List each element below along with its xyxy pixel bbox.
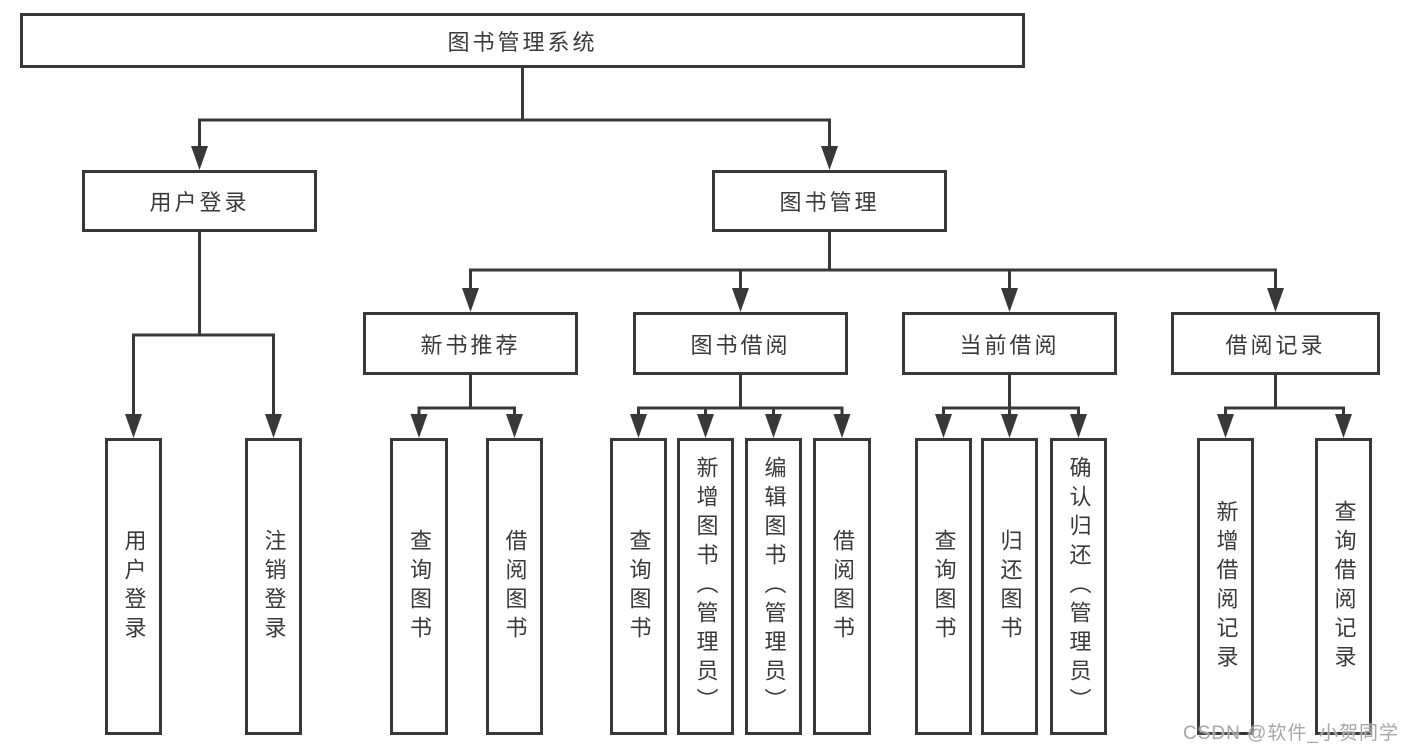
leaf-logout: 注销登录 <box>245 438 302 735</box>
leaf-query-borrow-record: 查询借阅记录 <box>1315 438 1372 735</box>
node-user-login-branch-label: 用户登录 <box>149 190 250 215</box>
arrow-down-icon <box>506 414 523 438</box>
node-new-book-recommend-label: 新书推荐 <box>420 332 521 358</box>
node-book-borrow-label: 图书借阅 <box>690 332 791 358</box>
leaf-borrow-books-recommend: 借阅图书 <box>486 438 543 735</box>
connector-bookborrow-to-leaves <box>637 373 844 420</box>
node-root: 图书管理系统 <box>20 13 1025 68</box>
leaf-borrow-books-borrow: 借阅图书 <box>813 438 871 735</box>
arrow-down-icon <box>191 146 208 170</box>
leaf-return-books: 归还图书 <box>981 438 1038 735</box>
arrowheads <box>125 146 1352 438</box>
leaf-edit-book-admin-label: 编辑图书（管理员） <box>761 456 787 717</box>
leaf-query-books-borrow: 查询图书 <box>610 438 667 735</box>
arrow-down-icon <box>1001 288 1018 312</box>
leaf-edit-book-admin: 编辑图书（管理员） <box>745 438 802 735</box>
arrow-down-icon <box>732 288 749 312</box>
node-book-management-label: 图书管理 <box>779 190 880 215</box>
leaf-add-book-admin-label: 新增图书（管理员） <box>693 456 719 717</box>
arrow-down-icon <box>821 146 838 170</box>
arrow-down-icon <box>265 414 282 438</box>
leaf-query-books-borrow-label: 查询图书 <box>626 528 652 645</box>
node-current-borrow-label: 当前借阅 <box>959 332 1060 358</box>
leaf-user-login: 用户登录 <box>105 438 162 735</box>
arrow-down-icon <box>833 414 851 438</box>
leaf-confirm-return-admin-label: 确认归还（管理员） <box>1066 456 1092 717</box>
arrow-down-icon <box>410 414 428 438</box>
arrow-down-icon <box>1335 414 1352 438</box>
node-borrow-records: 借阅记录 <box>1171 312 1380 375</box>
arrow-down-icon <box>697 414 714 438</box>
leaf-user-login-label: 用户登录 <box>121 528 147 645</box>
leaf-logout-label: 注销登录 <box>261 528 287 645</box>
node-current-borrow: 当前借阅 <box>902 312 1117 375</box>
arrow-down-icon <box>1267 288 1284 312</box>
arrow-down-icon <box>125 414 142 438</box>
arrow-down-icon <box>1001 414 1018 438</box>
connector-paths <box>132 66 1345 420</box>
leaf-query-books-recommend: 查询图书 <box>390 438 448 735</box>
node-book-management: 图书管理 <box>712 170 947 232</box>
leaf-return-books-label: 归还图书 <box>997 528 1023 645</box>
connector-currentborrow-to-leaves <box>942 373 1080 420</box>
connector-records-to-leaves <box>1224 373 1345 420</box>
arrow-down-icon <box>765 414 782 438</box>
arrow-down-icon <box>462 288 479 312</box>
node-user-login-branch: 用户登录 <box>82 170 317 232</box>
arrow-down-icon <box>935 414 952 438</box>
arrow-down-icon <box>1217 414 1234 438</box>
arrow-down-icon <box>1070 414 1087 438</box>
connector-userlogin-to-leaves <box>132 230 275 420</box>
node-root-label: 图书管理系统 <box>447 29 598 55</box>
leaf-confirm-return-admin: 确认归还（管理员） <box>1050 438 1107 735</box>
leaf-add-borrow-record-label: 新增借阅记录 <box>1213 499 1239 674</box>
leaf-borrow-books-recommend-label: 借阅图书 <box>502 528 528 645</box>
connector-bookmgmt-to-level3 <box>469 230 1277 294</box>
leaf-add-book-admin: 新增图书（管理员） <box>677 438 734 735</box>
arrow-down-icon <box>630 414 647 438</box>
node-new-book-recommend: 新书推荐 <box>363 312 578 375</box>
connector-newbook-to-leaves <box>417 373 516 420</box>
leaf-query-books-current: 查询图书 <box>915 438 972 735</box>
leaf-query-borrow-record-label: 查询借阅记录 <box>1331 499 1357 674</box>
node-borrow-records-label: 借阅记录 <box>1225 332 1326 358</box>
node-book-borrow: 图书借阅 <box>633 312 848 375</box>
leaf-add-borrow-record: 新增借阅记录 <box>1197 438 1254 735</box>
leaf-query-books-current-label: 查询图书 <box>931 528 957 645</box>
leaf-query-books-recommend-label: 查询图书 <box>407 528 432 645</box>
connector-root-to-level2 <box>198 66 831 152</box>
leaf-borrow-books-borrow-label: 借阅图书 <box>830 528 855 645</box>
csdn-watermark: CSDN @软件_小贺同学 <box>1183 723 1399 744</box>
